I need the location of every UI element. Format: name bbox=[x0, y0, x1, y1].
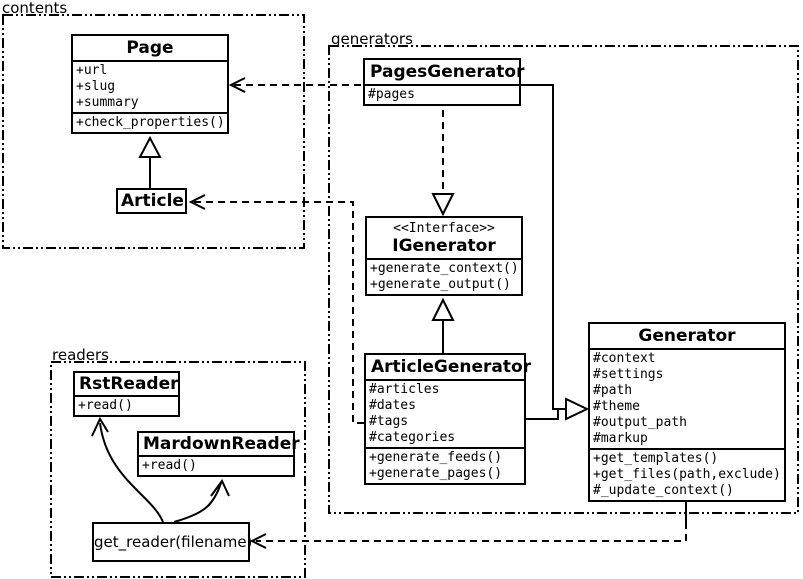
class-igenerator-title: IGenerator bbox=[392, 236, 496, 256]
attribute: #pages bbox=[368, 87, 415, 102]
attribute: #output_path bbox=[593, 415, 687, 430]
class-articlegenerator-methods: +generate_feeds() +generate_pages() bbox=[366, 447, 524, 483]
class-generator-methods: +get_templates() +get_files(path,exclude… bbox=[590, 448, 784, 500]
package-frame-readers bbox=[50, 361, 306, 578]
attribute: #path bbox=[593, 383, 633, 398]
edge-articlegenerator-extends-generator bbox=[526, 408, 566, 420]
arrowhead-triangle-page bbox=[138, 135, 162, 158]
attribute: #dates bbox=[369, 398, 416, 413]
package-frame-contents bbox=[2, 14, 305, 249]
method: +generate_pages() bbox=[369, 466, 503, 481]
arrowhead-triangle-igenerator-bottom bbox=[431, 297, 455, 321]
arrowhead-open-article bbox=[188, 194, 206, 210]
attribute: +slug bbox=[76, 79, 116, 94]
class-generator: Generator #context #settings #path #them… bbox=[588, 322, 786, 502]
package-label-readers: readers bbox=[52, 346, 109, 364]
arrowhead-triangle-generator bbox=[565, 397, 590, 421]
edge-getreader-to-markdownreader bbox=[173, 482, 222, 523]
class-page-methods: +check_properties() bbox=[73, 112, 227, 132]
attribute: #categories bbox=[369, 430, 456, 445]
class-rstreader: RstReader +read() bbox=[73, 371, 180, 417]
class-article-title: Article bbox=[121, 191, 184, 211]
class-articlegenerator: ArticleGenerator #articles #dates #tags … bbox=[364, 353, 532, 485]
method: +read() bbox=[78, 398, 133, 413]
arrowhead-open-getreader bbox=[249, 533, 267, 549]
attribute: #markup bbox=[593, 431, 648, 446]
edge-getreader-to-rstreader bbox=[99, 422, 164, 523]
arrowhead-open-rstreader bbox=[91, 416, 109, 437]
method: +get_templates() bbox=[593, 451, 719, 466]
method: +get_files(path,exclude) bbox=[593, 467, 781, 482]
class-article: Article bbox=[116, 188, 187, 214]
attribute: #settings bbox=[593, 367, 664, 382]
package-frame-generators bbox=[328, 45, 799, 514]
package-label-generators: generators bbox=[331, 30, 413, 48]
class-page-title: Page bbox=[126, 38, 174, 58]
attribute: +url bbox=[76, 63, 108, 78]
package-label-contents: contents bbox=[2, 0, 68, 17]
class-generator-attributes: #context #settings #path #theme #output_… bbox=[590, 348, 784, 448]
method: #_update_context() bbox=[593, 483, 734, 498]
class-page-attributes: +url +slug +summary bbox=[73, 60, 227, 112]
class-markdownreader: MardownReader +read() bbox=[137, 431, 300, 477]
class-rstreader-methods: +read() bbox=[75, 395, 178, 415]
class-pagesgenerator-attributes: #pages bbox=[365, 84, 519, 104]
edge-articlegenerator-uses-article bbox=[194, 201, 364, 424]
function-get-reader: get_reader(filename) bbox=[92, 522, 252, 562]
arrowhead-open-page bbox=[228, 77, 246, 93]
class-articlegenerator-title: ArticleGenerator bbox=[371, 357, 532, 377]
method: +generate_context() bbox=[370, 261, 519, 276]
method: +check_properties() bbox=[76, 115, 225, 130]
attribute: #articles bbox=[369, 382, 440, 397]
attribute: #context bbox=[593, 351, 656, 366]
class-markdownreader-methods: +read() bbox=[139, 455, 293, 475]
class-rstreader-title: RstReader bbox=[79, 374, 179, 394]
attribute: +summary bbox=[76, 95, 139, 110]
class-igenerator-header: <<Interface>> IGenerator bbox=[367, 218, 521, 258]
class-articlegenerator-attributes: #articles #dates #tags #categories bbox=[366, 379, 524, 447]
class-igenerator-methods: +generate_context() +generate_output() bbox=[367, 258, 521, 294]
class-igenerator: <<Interface>> IGenerator +generate_conte… bbox=[365, 216, 523, 296]
attribute: #tags bbox=[369, 414, 409, 429]
method: +generate_feeds() bbox=[369, 450, 503, 465]
class-pagesgenerator-title: PagesGenerator bbox=[370, 62, 525, 82]
arrowhead-open-markdownreader bbox=[210, 479, 230, 497]
class-pagesgenerator: PagesGenerator #pages bbox=[363, 58, 525, 106]
method: +read() bbox=[142, 458, 197, 473]
method: +generate_output() bbox=[370, 277, 511, 292]
arrowhead-triangle-igenerator-top bbox=[431, 193, 455, 217]
class-page: Page +url +slug +summary +check_properti… bbox=[71, 34, 229, 134]
class-igenerator-stereotype: <<Interface>> bbox=[393, 221, 495, 236]
edge-generator-uses-getreader bbox=[256, 522, 687, 542]
attribute: #theme bbox=[593, 399, 640, 414]
class-generator-title: Generator bbox=[638, 326, 736, 346]
class-markdownreader-title: MardownReader bbox=[143, 434, 300, 454]
